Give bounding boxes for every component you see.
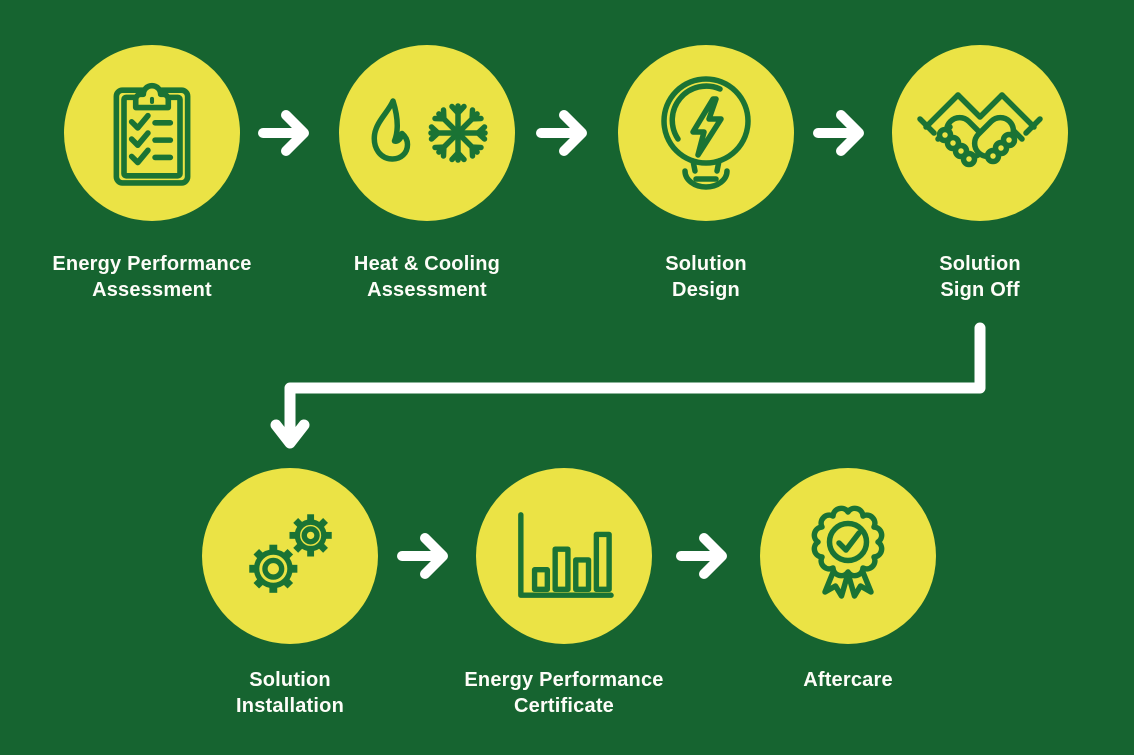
clipboard-checklist-icon [113, 82, 191, 186]
elbow-connector-arrow-icon [270, 322, 986, 449]
arrow-right-icon [258, 110, 309, 156]
step-label: Solution Installation [140, 667, 440, 719]
step-label-line: Solution [249, 669, 331, 691]
gears-icon [249, 514, 332, 593]
arrow-right-icon [813, 110, 864, 156]
arrow-right-icon [397, 533, 448, 579]
step-circle-solution-sign-off [892, 45, 1068, 221]
snowflake-icon [431, 103, 485, 160]
step-label-line: Certificate [513, 695, 614, 717]
handshake-icon [917, 92, 1043, 168]
step-label-line: Solution [939, 253, 1021, 275]
ribbon-tail-left [822, 562, 852, 599]
step-label-line: Energy Performance [464, 669, 664, 691]
step-label-line: Solution [665, 253, 747, 275]
step-label: Heat & Cooling Assessment [277, 251, 577, 303]
rosette-badge [811, 505, 885, 579]
flame-snowflake-icon [371, 98, 491, 173]
step-label-line: Assessment [367, 279, 487, 301]
step-label: Energy Performance Assessment [2, 251, 302, 303]
step-circle-energy-performance-certificate [476, 468, 652, 644]
step-circle-energy-performance-assessment [64, 45, 240, 221]
step-label-line: Energy Performance [52, 253, 252, 275]
step-label: Solution Design [556, 251, 856, 303]
step-label: Aftercare [698, 667, 998, 693]
step-circle-aftercare [760, 468, 936, 644]
step-label-line: Aftercare [803, 669, 893, 691]
step-circle-solution-design [618, 45, 794, 221]
award-ribbon-icon [811, 505, 885, 599]
step-label-line: Sign Off [940, 279, 1020, 301]
step-label-line: Design [672, 279, 740, 301]
step-label-line: Heat & Cooling [353, 253, 501, 275]
checkmark-icon [836, 530, 862, 553]
bar-chart-icon [518, 512, 614, 598]
lightning-bolt-icon [690, 96, 724, 158]
step-circle-solution-installation [202, 468, 378, 644]
arrow-right-icon [536, 110, 587, 156]
step-label: Energy Performance Certificate [414, 667, 714, 719]
step-label-line: Installation [236, 695, 344, 717]
flame-icon [371, 98, 411, 162]
lightbulb-bolt-icon [661, 76, 751, 190]
step-circle-heat-cooling-assessment [339, 45, 515, 221]
arrow-right-icon [676, 533, 727, 579]
ribbon-tail-right [844, 562, 874, 599]
step-label-line: Assessment [92, 279, 212, 301]
step-label: Solution Sign Off [830, 251, 1130, 303]
